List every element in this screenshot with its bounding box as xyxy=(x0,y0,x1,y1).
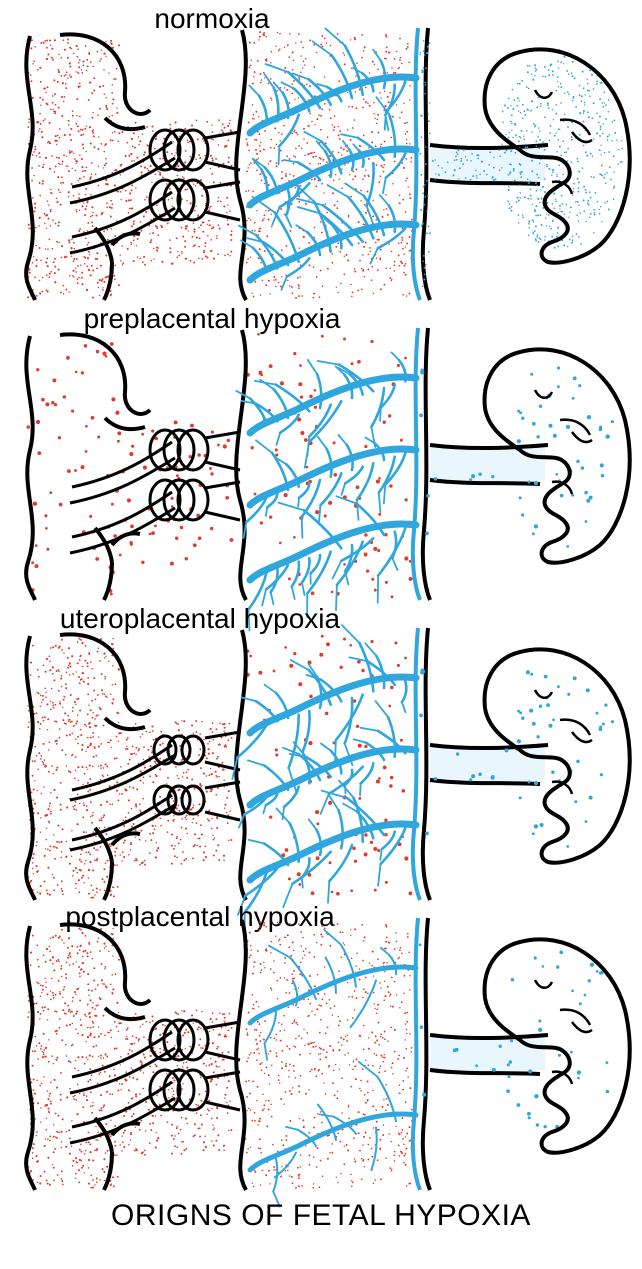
chorionic-plate xyxy=(413,328,420,600)
fetus-eye xyxy=(535,90,552,98)
gland-upper xyxy=(105,418,145,429)
basal-plate xyxy=(236,330,246,600)
chorionic-plate xyxy=(413,628,420,900)
panel-3: uteroplacental hypoxia xyxy=(26,603,630,936)
chorionic-plate xyxy=(413,28,420,300)
panels: normoxia preplacental hypoxia uteroplacent… xyxy=(26,3,630,1207)
spiral-arteries xyxy=(70,732,240,850)
panel-label: uteroplacental hypoxia xyxy=(60,603,341,634)
panel-2: preplacental hypoxia xyxy=(26,303,630,631)
fetus-eye xyxy=(535,690,552,698)
figure-title: ORIGNS OF FETAL HYPOXIA xyxy=(111,1199,531,1232)
fetus-hand xyxy=(560,420,592,442)
fetus-hand xyxy=(560,720,592,742)
panel-label: preplacental hypoxia xyxy=(84,303,341,334)
fetus-hand xyxy=(560,120,592,142)
panel-4: postplacental hypoxia xyxy=(26,901,630,1207)
fetus-eye xyxy=(535,390,552,398)
fetus-eye xyxy=(535,980,552,988)
fetus-hand xyxy=(560,1010,592,1032)
gland-upper xyxy=(105,118,145,129)
maternal-body-outline xyxy=(26,336,35,600)
uterus-wall-upper xyxy=(60,334,150,414)
spiral-arteries xyxy=(70,1020,240,1143)
villous-trees xyxy=(236,353,416,631)
spiral-arteries xyxy=(70,430,240,553)
basal-plate xyxy=(236,920,246,1190)
panel-label: postplacental hypoxia xyxy=(65,901,335,932)
panel-label: normoxia xyxy=(154,3,270,34)
chorionic-plate-outer xyxy=(423,328,430,600)
gland-lower xyxy=(95,828,140,900)
chorionic-plate-outer xyxy=(423,918,430,1190)
maternal-blood-dots xyxy=(27,638,232,899)
gland-upper xyxy=(105,718,145,729)
basal-plate xyxy=(236,30,246,300)
basal-plate xyxy=(236,630,246,900)
chorionic-plate-outer xyxy=(423,628,430,900)
uterus-wall-upper xyxy=(60,34,150,114)
chorionic-plate xyxy=(413,918,420,1190)
panel-1: normoxia xyxy=(26,3,630,300)
gland-upper xyxy=(105,1008,145,1019)
